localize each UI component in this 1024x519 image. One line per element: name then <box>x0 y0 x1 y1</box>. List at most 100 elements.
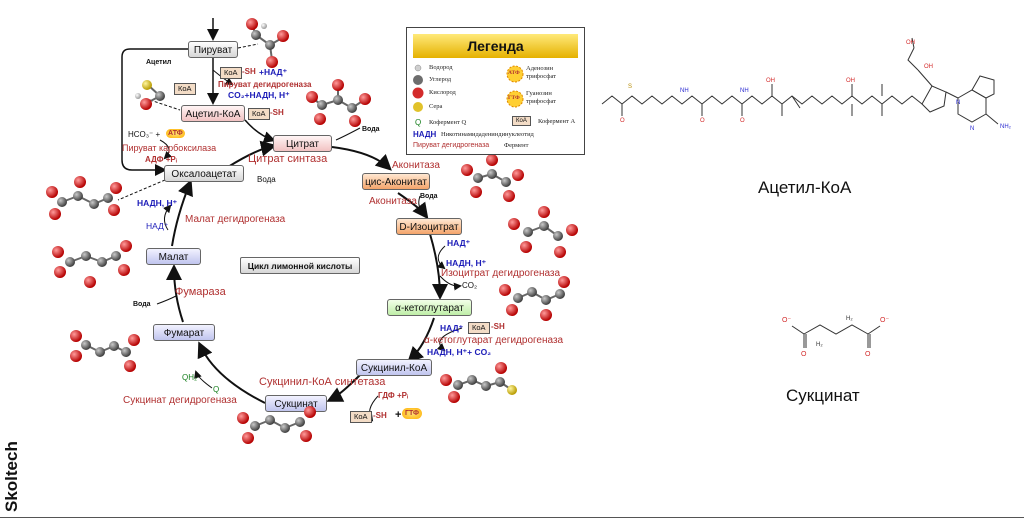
legend-title: Легенда <box>413 34 578 58</box>
dashed-oxaloacetate-molecule <box>117 179 166 201</box>
hydrogen-icon <box>414 64 422 72</box>
koa-badge-akg: КоА <box>468 322 490 334</box>
legend-gtp: Гуанозин трифосфат <box>526 90 557 105</box>
label-nad-malate: НАД⁺ <box>146 221 169 231</box>
arrow-citrate-to-cisaconitate <box>331 146 392 171</box>
label-co2-isocitrate: CO₂ <box>462 281 478 290</box>
succ-atom-o-left-bottom: O <box>801 351 807 358</box>
cycle-title-box: Цикл лимонной кислоты <box>240 257 360 274</box>
koa-badge-succinyl: КоА <box>350 411 372 423</box>
dashed-pyruvate-molecule <box>237 43 259 49</box>
curve-q-succinate <box>194 370 213 389</box>
curve-nad-malate <box>163 204 172 231</box>
succinate-title: Сукцинат <box>786 386 860 405</box>
enzyme-malate-dh: Малат дегидрогеназа <box>185 214 286 225</box>
curve-water-aconitase <box>418 195 426 213</box>
legend-enzyme: Фермент <box>504 142 529 149</box>
label-q-succinate: Q <box>213 385 220 394</box>
skoltech-logo: Skoltech <box>2 441 21 512</box>
enzyme-succinyl-coa-synthetase: Сукцинил-КоА синтетаза <box>259 376 386 388</box>
legend: Легенда Водород Углерод Кислород Сера АТ… <box>406 27 585 155</box>
oxygen-icon <box>412 87 424 99</box>
acoa-atom-nh2: NH <box>740 88 749 94</box>
arrow-succinate-to-fumarate <box>197 341 266 404</box>
curve-co2-isocitrate <box>439 275 462 291</box>
legend-atp-badge: АТФ <box>508 70 520 76</box>
molecule-succinyl-coa <box>440 362 517 403</box>
succ-atom-h2-top: H₂ <box>846 316 853 322</box>
curve-nad-akg <box>436 327 463 352</box>
molecule-cis-aconitate <box>461 154 524 202</box>
label-sh-succinyl: -SH <box>373 411 387 420</box>
acoa-atom-oh3: OH <box>906 40 915 46</box>
acoa-atom-oh4: OH <box>924 64 933 70</box>
koa-badge-acetylcoa: КоА <box>248 108 270 120</box>
sulfur-icon <box>413 102 423 112</box>
carbon-icon <box>413 75 423 85</box>
acoa-atom-s: S <box>628 84 632 90</box>
curve-carboxylase <box>159 139 173 160</box>
label-hco3: HCO₃⁻ + <box>128 130 161 139</box>
legend-enzyme-example: Пируват дегидрогеназа <box>413 142 490 149</box>
legend-koa: Кофермент А <box>538 118 576 125</box>
legend-carbon: Углерод <box>429 76 452 83</box>
curve-water-fumarase <box>156 295 177 305</box>
label-nad-pyruvate: +НАД⁺ <box>259 67 288 77</box>
arrow-succinylcoa-to-succinate <box>326 374 361 402</box>
label-acetyl: Ацетил <box>146 59 172 66</box>
legend-q: Кофермент Q <box>429 119 467 126</box>
molecule-oxaloacetate <box>46 176 122 220</box>
gtp-icon <box>506 90 524 108</box>
label-water-oxaloacetate: Вода <box>257 175 276 184</box>
acoa-atom-oh2: OH <box>846 78 855 84</box>
label-water-citrate: Вода <box>362 126 380 133</box>
arrow-akg-to-succinylcoa <box>407 317 435 363</box>
label-water-fumarase: Вода <box>133 301 151 308</box>
legend-nadh-symbol: НАДН <box>413 130 437 139</box>
molecule-succinate <box>237 406 316 444</box>
legend-q-symbol: Q <box>415 118 422 127</box>
label-sh-acetylcoa: -SH <box>270 108 284 117</box>
node-alpha-ketoglutarate: α-кетоглутарат <box>387 299 472 316</box>
molecule-pyruvate <box>246 18 289 68</box>
curve-nad-isocitrate <box>436 245 446 270</box>
enzyme-citrate-synthase: Цитрат синтаза <box>248 153 328 165</box>
acoa-atom-n1: N <box>956 100 960 106</box>
arrow-fumarate-to-malate <box>166 264 184 323</box>
legend-oxygen: Кислород <box>429 89 456 96</box>
succ-atom-o-right-top: O⁻ <box>880 317 889 324</box>
curve-water-citrate <box>335 127 361 141</box>
enzyme-isocitrate-dh: Изоцитрат дегидрогеназа <box>441 268 561 279</box>
node-malate: Малат <box>146 248 201 265</box>
molecule-acetyl <box>135 80 165 110</box>
enzyme-fumarase: Фумараза <box>175 286 226 298</box>
acoa-atom-oh1: OH <box>766 78 775 84</box>
node-acetyl-coa: Ацетил-КоА <box>181 105 245 122</box>
dashed-acetyl-molecule <box>149 99 181 111</box>
legend-nadh: Никотинамидадениндинуклеотид <box>441 131 534 138</box>
acoa-atom-o1: O <box>620 118 625 124</box>
molecule-fumarate <box>70 330 140 372</box>
acetyl-coa-title: Ацетил-КоА <box>758 178 852 197</box>
gtp-badge-succinyl: ГТФ <box>402 408 422 419</box>
molecule-isocitrate <box>508 206 578 258</box>
node-citrate: Цитрат <box>273 135 332 152</box>
label-water-aconitase: Вода <box>420 193 438 200</box>
succ-atom-o-left-top: O⁻ <box>782 317 791 324</box>
legend-koa-badge: КоА <box>512 116 531 126</box>
succ-atom-o-right-bottom: O <box>865 351 871 358</box>
molecule-malate <box>52 240 132 288</box>
legend-atp: Аденозин трифосфат <box>526 65 557 80</box>
legend-hydrogen: Водород <box>429 64 453 71</box>
molecule-citrate <box>306 79 371 127</box>
koa-badge-acetyl: КоА <box>174 83 196 95</box>
arrow-cisaconitate-to-isocitrate <box>397 192 429 220</box>
koa-badge-pyruvate: КоА <box>220 67 242 79</box>
succ-atom-h2-bottom: H₂ <box>816 342 823 348</box>
node-cis-aconitate: цис-Аконитат <box>362 173 430 190</box>
node-fumarate: Фумарат <box>153 324 215 341</box>
enzyme-aconitase-2: Аконитаза <box>369 196 417 207</box>
enzyme-pyruvate-carboxylase: Пируват карбоксилаза <box>122 143 217 153</box>
